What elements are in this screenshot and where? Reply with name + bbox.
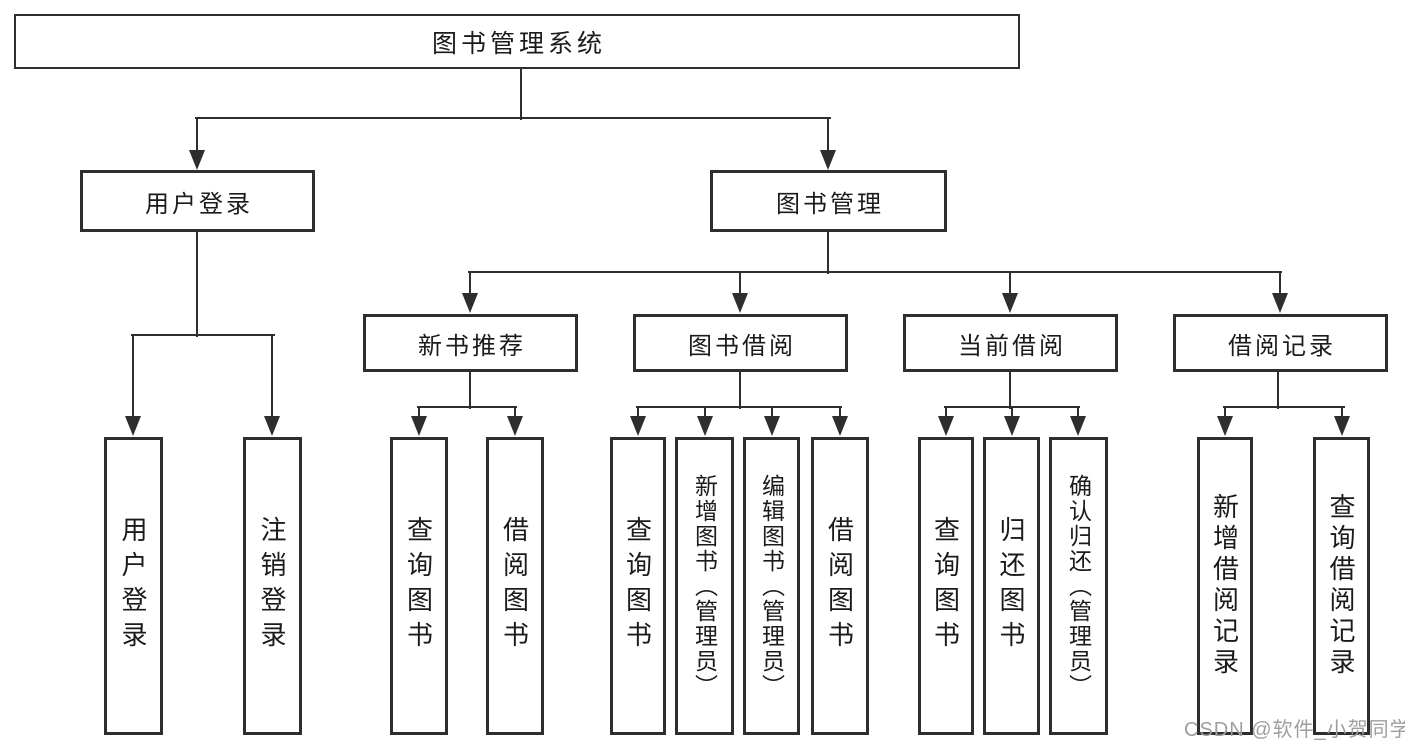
- arrowhead-down-icon: [764, 416, 780, 436]
- connector-line: [469, 372, 471, 409]
- node-leaf-add-book-admin: 新增图书（管理员）: [675, 437, 734, 735]
- node-book-management: 图书管理: [710, 170, 947, 232]
- node-label: 新书推荐: [418, 332, 526, 360]
- node-book-borrowing: 图书借阅: [633, 314, 848, 372]
- node-leaf-borrow-books-2: 借阅图书: [811, 437, 869, 735]
- arrowhead-down-icon: [462, 293, 478, 313]
- node-label: 用户登录: [145, 190, 253, 218]
- connector-line: [131, 334, 275, 336]
- arrowhead-down-icon: [697, 416, 713, 436]
- node-label: 查询图书: [622, 516, 653, 656]
- connector-line: [468, 271, 1282, 273]
- connector-line: [1077, 407, 1079, 422]
- connector-line: [469, 272, 471, 299]
- node-leaf-query-books-2: 查询图书: [610, 437, 666, 735]
- node-label: 归还图书: [996, 516, 1026, 656]
- connector-line: [1011, 407, 1013, 422]
- node-leaf-user-login: 用户登录: [104, 437, 163, 735]
- node-label: 用户登录: [118, 516, 148, 656]
- node-leaf-borrow-books-1: 借阅图书: [486, 437, 544, 735]
- arrowhead-down-icon: [1070, 416, 1086, 436]
- arrowhead-down-icon: [732, 293, 748, 313]
- arrowhead-down-icon: [1272, 293, 1288, 313]
- node-user-login: 用户登录: [80, 170, 315, 232]
- connector-line: [1341, 407, 1343, 422]
- connector-line: [1009, 372, 1011, 409]
- node-label: 图书管理: [776, 190, 884, 218]
- node-root: 图书管理系统: [14, 14, 1020, 69]
- node-label: 编辑图书（管理员）: [758, 473, 785, 699]
- node-leaf-edit-book-admin: 编辑图书（管理员）: [743, 437, 800, 735]
- connector-line: [637, 407, 639, 422]
- node-label: 注销登录: [257, 516, 287, 656]
- node-label: 借阅图书: [824, 516, 855, 656]
- node-leaf-add-borrow-record: 新增借阅记录: [1197, 437, 1253, 735]
- connector-line: [196, 232, 198, 337]
- connector-line: [514, 407, 516, 422]
- connector-line: [945, 407, 947, 422]
- node-leaf-confirm-return-admin: 确认归还（管理员）: [1049, 437, 1108, 735]
- arrowhead-down-icon: [189, 150, 205, 170]
- node-label: 图书管理系统: [431, 29, 606, 58]
- node-label: 查询图书: [930, 516, 961, 656]
- node-label: 借阅记录: [1228, 332, 1336, 360]
- node-new-book-recommend: 新书推荐: [363, 314, 578, 372]
- node-leaf-return-books: 归还图书: [983, 437, 1040, 735]
- connector-line: [739, 272, 741, 299]
- node-label: 图书借阅: [688, 332, 796, 360]
- node-current-borrowing: 当前借阅: [903, 314, 1118, 372]
- connector-line: [839, 407, 841, 422]
- arrowhead-down-icon: [832, 416, 848, 436]
- connector-line: [1277, 372, 1279, 409]
- arrowhead-down-icon: [507, 416, 523, 436]
- node-borrowing-records: 借阅记录: [1173, 314, 1388, 372]
- node-label: 查询借阅记录: [1326, 493, 1356, 679]
- connector-line: [196, 118, 198, 156]
- connector-line: [1009, 272, 1011, 299]
- node-leaf-query-books-3: 查询图书: [918, 437, 974, 735]
- connector-line: [1224, 407, 1226, 422]
- connector-line: [417, 406, 517, 408]
- arrowhead-down-icon: [1002, 293, 1018, 313]
- connector-line: [771, 407, 773, 422]
- connector-line: [1279, 272, 1281, 299]
- arrowhead-down-icon: [411, 416, 427, 436]
- arrowhead-down-icon: [630, 416, 646, 436]
- connector-line: [271, 335, 273, 422]
- connector-line: [704, 407, 706, 422]
- connector-line: [827, 232, 829, 274]
- arrowhead-down-icon: [1334, 416, 1350, 436]
- connector-line: [132, 335, 134, 422]
- node-label: 当前借阅: [958, 332, 1066, 360]
- arrowhead-down-icon: [125, 416, 141, 436]
- connector-line: [195, 117, 831, 119]
- arrowhead-down-icon: [1217, 416, 1233, 436]
- connector-line: [827, 118, 829, 156]
- node-label: 借阅图书: [499, 516, 530, 656]
- node-leaf-query-borrow-record: 查询借阅记录: [1313, 437, 1370, 735]
- node-label: 确认归还（管理员）: [1065, 473, 1092, 699]
- connector-line: [1223, 406, 1345, 408]
- node-label: 新增借阅记录: [1209, 493, 1240, 679]
- arrowhead-down-icon: [1004, 416, 1020, 436]
- node-leaf-logout: 注销登录: [243, 437, 302, 735]
- connector-line: [520, 69, 522, 120]
- arrowhead-down-icon: [820, 150, 836, 170]
- csdn-watermark: CSDN @软件_小贺同学: [1184, 719, 1405, 741]
- connector-line: [636, 406, 842, 408]
- connector-line: [418, 407, 420, 422]
- node-label: 查询图书: [403, 516, 434, 656]
- arrowhead-down-icon: [264, 416, 280, 436]
- node-leaf-query-books-1: 查询图书: [390, 437, 448, 735]
- connector-line: [739, 372, 741, 409]
- node-label: 新增图书（管理员）: [691, 473, 718, 699]
- arrowhead-down-icon: [938, 416, 954, 436]
